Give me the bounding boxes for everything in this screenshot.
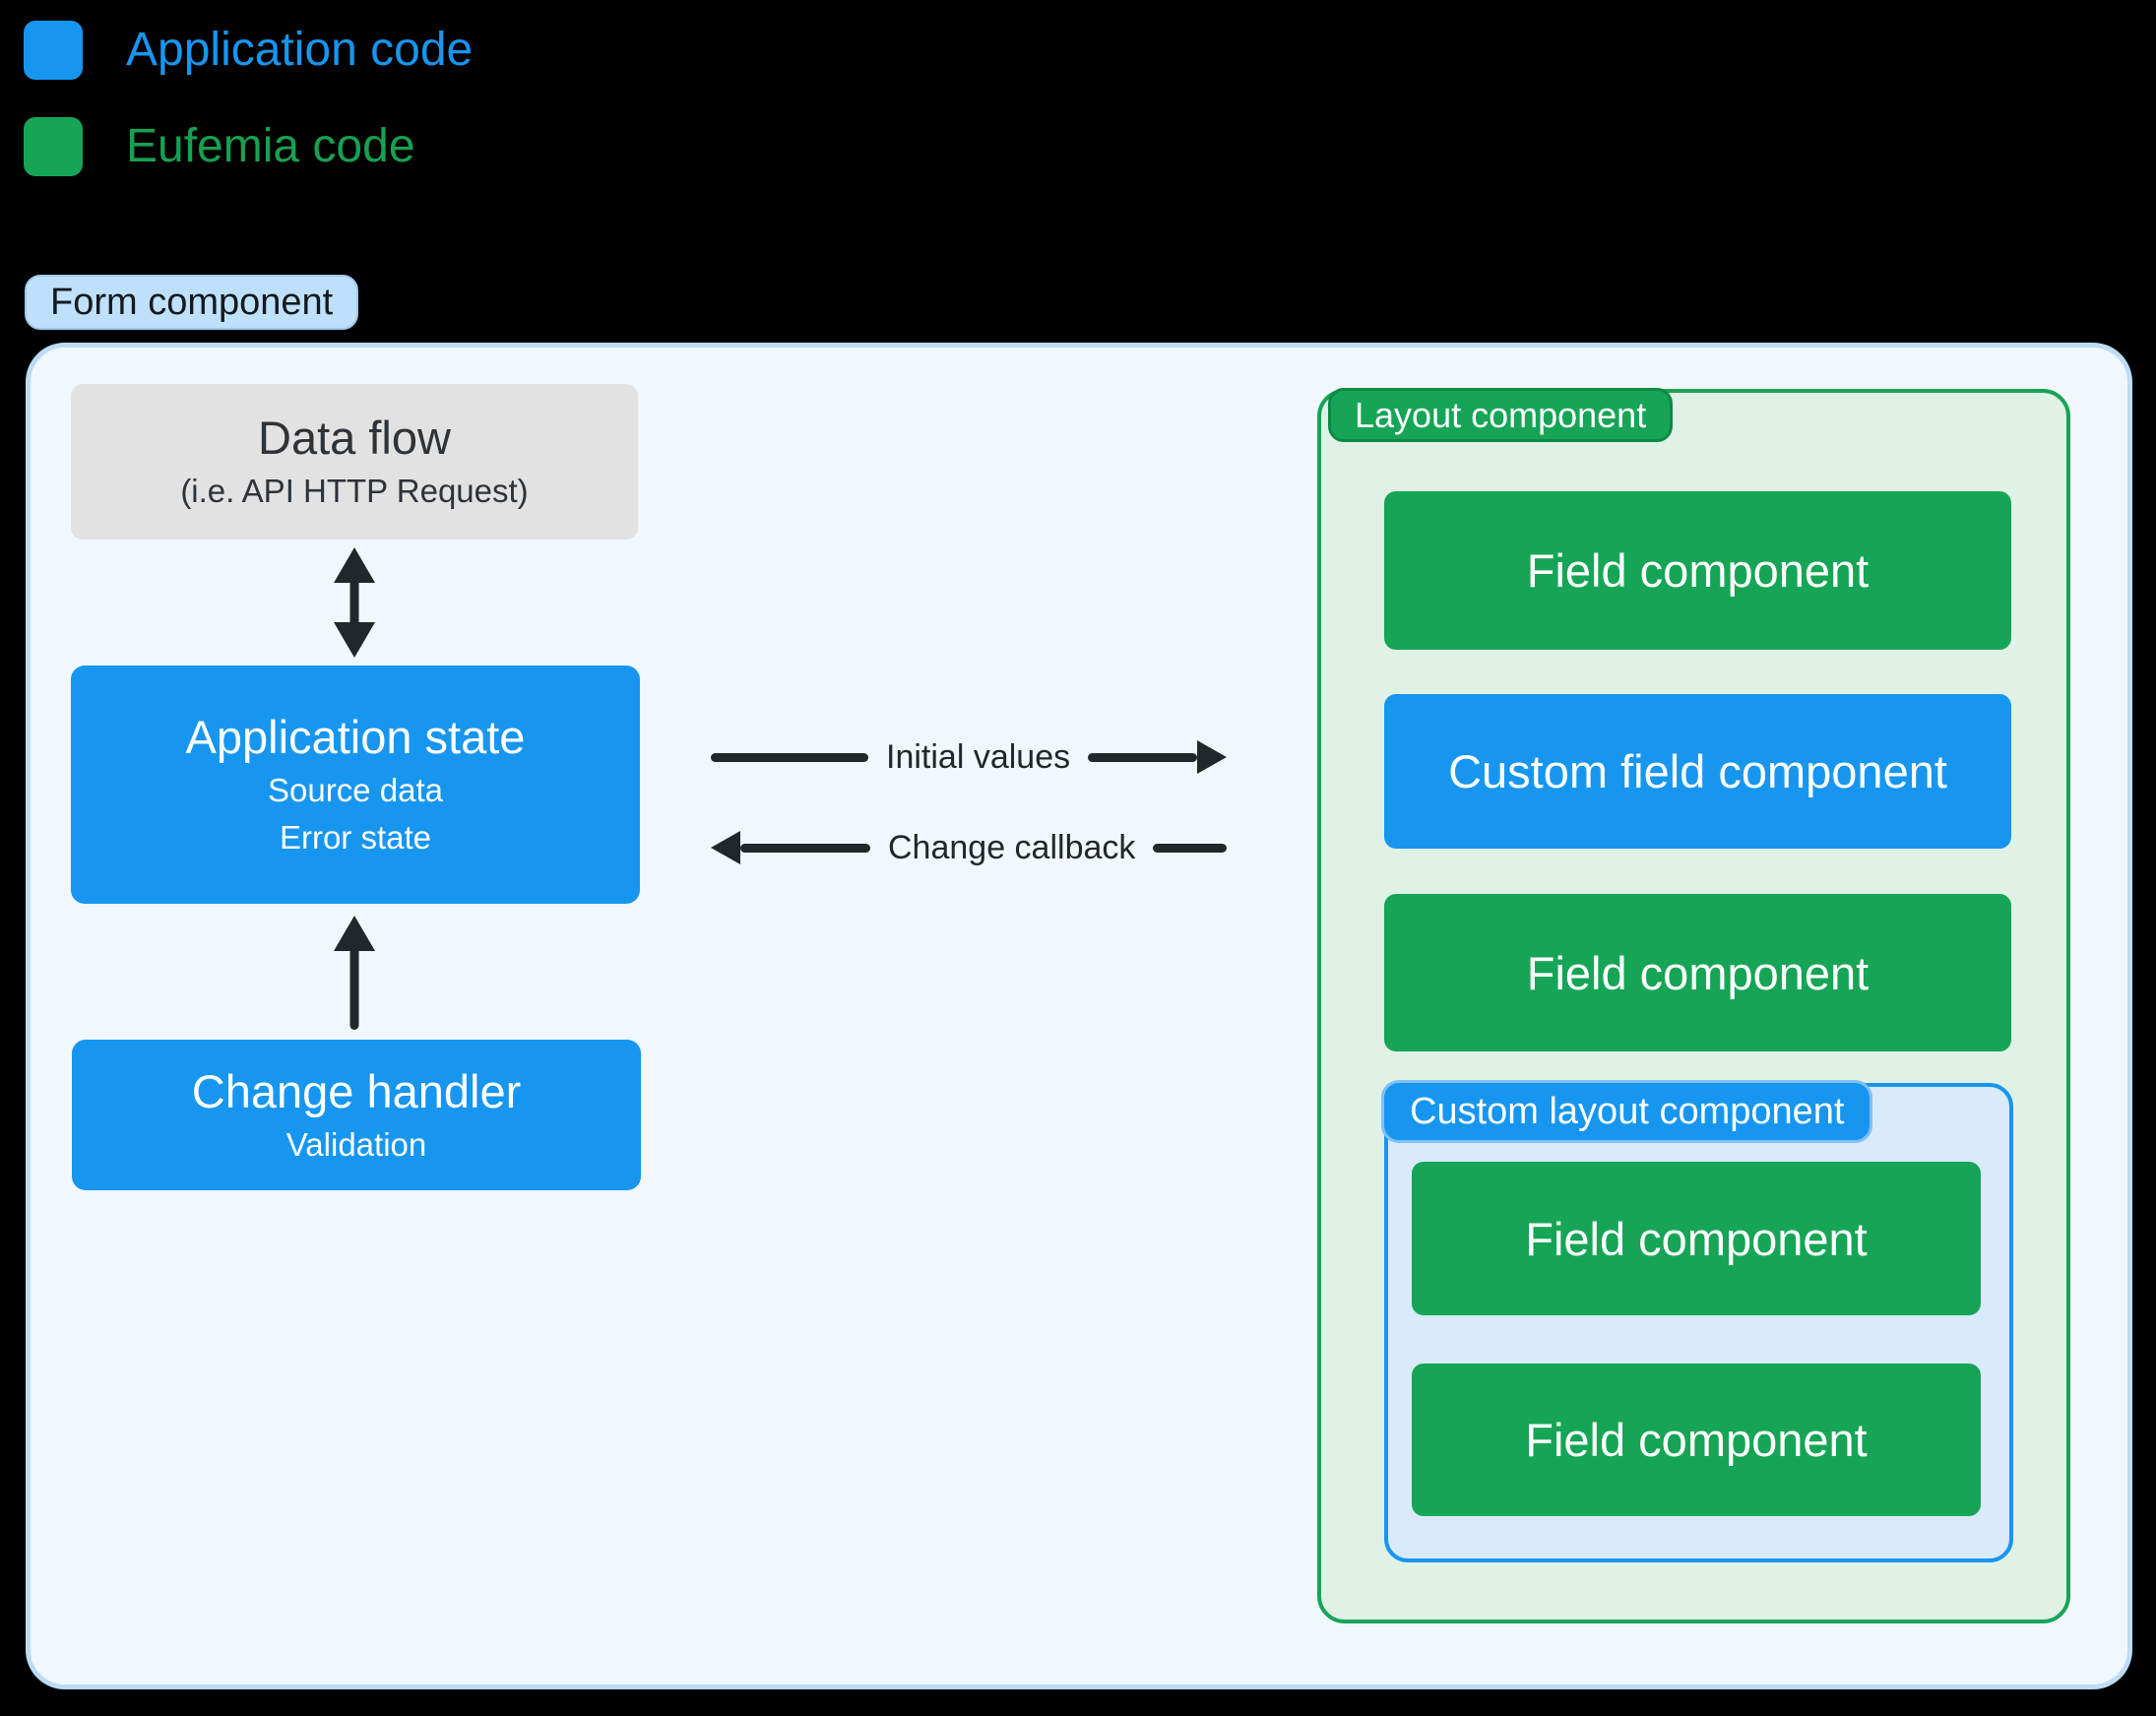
change-handler-validation: Validation bbox=[285, 1125, 427, 1163]
arrow-left-head-icon bbox=[711, 831, 740, 864]
change-handler-up-arrow-icon bbox=[333, 916, 376, 1032]
legend-label-application-code: Application code bbox=[126, 24, 474, 76]
form-component-container: Data flow (i.e. API HTTP Request) Applic… bbox=[26, 343, 2132, 1689]
line-segment bbox=[1088, 752, 1197, 762]
arrow-stem bbox=[349, 573, 359, 632]
application-state-source-data: Source data bbox=[268, 772, 443, 808]
change-handler-box: Change handler Validation bbox=[72, 1040, 641, 1190]
line-segment bbox=[740, 843, 870, 853]
data-flow-box: Data flow (i.e. API HTTP Request) bbox=[71, 384, 638, 540]
field-component-box-1: Field component bbox=[1384, 491, 2011, 650]
change-callback-flow: Change callback bbox=[711, 824, 1227, 871]
custom-field-component-box: Custom field component bbox=[1384, 694, 2011, 849]
layout-component-container: Layout component Field component Custom … bbox=[1317, 388, 2070, 1623]
custom-layout-field-component-box-2: Field component bbox=[1412, 1364, 1981, 1516]
custom-layout-component-container: Custom layout component Field component … bbox=[1381, 1080, 2013, 1562]
initial-values-flow: Initial values bbox=[711, 733, 1227, 781]
eufemia-code-swatch bbox=[24, 117, 83, 176]
application-state-box: Application state Source data Error stat… bbox=[71, 666, 640, 904]
custom-layout-component-badge: Custom layout component bbox=[1381, 1080, 1873, 1143]
application-code-swatch bbox=[24, 21, 83, 80]
custom-layout-field-component-box-1: Field component bbox=[1412, 1162, 1981, 1315]
change-handler-title: Change handler bbox=[191, 1064, 522, 1117]
arrow-stem bbox=[349, 941, 359, 1030]
initial-values-label: Initial values bbox=[886, 737, 1071, 776]
application-state-error-state: Error state bbox=[279, 819, 432, 856]
legend-label-eufemia-code: Eufemia code bbox=[126, 120, 415, 172]
line-segment bbox=[711, 752, 868, 762]
data-flow-double-arrow-icon bbox=[333, 547, 376, 658]
data-flow-subtitle: (i.e. API HTTP Request) bbox=[180, 473, 529, 509]
arrow-right-head-icon bbox=[1197, 740, 1227, 774]
legend-row-application-code: Application code bbox=[24, 20, 473, 81]
layout-component-badge: Layout component bbox=[1328, 388, 1674, 442]
arrow-right-icon bbox=[1088, 740, 1227, 774]
application-state-title: Application state bbox=[185, 711, 526, 763]
field-component-box-2: Field component bbox=[1384, 894, 2011, 1051]
arrow-down-head-icon bbox=[334, 622, 375, 658]
change-callback-label: Change callback bbox=[888, 828, 1136, 866]
line-segment bbox=[1153, 843, 1227, 853]
arrow-left-icon bbox=[711, 831, 870, 864]
data-flow-title: Data flow bbox=[258, 412, 451, 464]
legend-row-eufemia-code: Eufemia code bbox=[24, 116, 415, 177]
form-component-badge: Form component bbox=[25, 275, 359, 330]
